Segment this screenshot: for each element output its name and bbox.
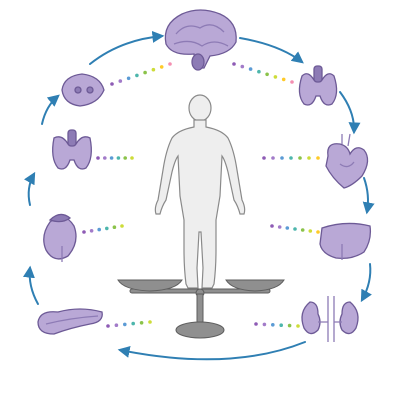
dots-adrenal: [82, 230, 86, 234]
dots-thyroid-right: [257, 69, 261, 74]
dots-kidneys: [262, 322, 267, 327]
head-icon: [188, 94, 212, 122]
dots-thyroid-right: [232, 62, 236, 66]
dotted-connections: [82, 62, 320, 328]
balance-scale: [117, 279, 285, 339]
scale-pan-left: [117, 279, 183, 292]
dots-thyroid-right: [265, 72, 269, 77]
dots-kidneys: [271, 323, 275, 327]
dots-kidneys: [296, 324, 300, 328]
dots-heart: [289, 156, 293, 160]
dots-pituitary: [135, 73, 139, 78]
dots-adrenal: [105, 226, 109, 231]
arrow-adrenal-to-thyroid: [24, 171, 36, 206]
dots-liver: [270, 224, 274, 228]
dots-thyroid-left: [103, 156, 107, 160]
adrenal-kidney-icon: [43, 213, 77, 262]
dots-pancreas: [106, 324, 110, 328]
arrow-kidneys-to-pancreas: [117, 341, 306, 361]
dots-thyroid-left: [123, 156, 127, 160]
dots-liver: [316, 230, 320, 234]
scale-column: [196, 293, 204, 323]
heart-icon: [325, 133, 369, 189]
dots-pituitary: [168, 62, 172, 66]
dots-liver: [285, 226, 290, 230]
dots-pancreas: [139, 321, 144, 325]
pancreas-icon: [37, 308, 103, 335]
kidneys-icon: [301, 296, 359, 342]
dots-pituitary: [151, 67, 156, 72]
dots-heart: [316, 156, 320, 160]
dots-heart: [298, 156, 302, 160]
dots-adrenal: [89, 229, 94, 233]
dots-heart: [262, 156, 266, 160]
dots-pituitary: [159, 65, 164, 69]
dots-liver: [300, 228, 305, 232]
dots-thyroid-right: [281, 77, 286, 82]
liver-icon: [319, 222, 372, 260]
dots-pancreas: [114, 323, 119, 328]
arrow-pituitary-to-brain: [89, 30, 165, 65]
dots-thyroid-left: [109, 156, 114, 160]
dots-heart: [307, 156, 311, 160]
thyroid-icon: [298, 65, 338, 106]
scale-base: [175, 321, 225, 339]
organ-icons: [37, 9, 372, 342]
dots-pancreas: [131, 321, 135, 326]
dots-thyroid-right: [290, 80, 294, 84]
brain-icon: [164, 9, 237, 71]
dots-adrenal: [112, 225, 117, 229]
dots-kidneys: [279, 323, 284, 328]
arrow-brain-to-thyroid: [239, 37, 304, 64]
dots-thyroid-right: [273, 75, 278, 79]
dots-heart: [271, 156, 275, 160]
dots-adrenal: [120, 224, 124, 228]
dots-thyroid-left: [116, 156, 121, 160]
dots-thyroid-right: [240, 64, 245, 69]
dots-liver: [308, 229, 313, 233]
dots-pancreas: [148, 320, 152, 324]
dots-liver: [277, 225, 282, 229]
body-silhouette: [154, 119, 246, 289]
human-figure: [154, 94, 246, 289]
dots-kidneys: [254, 322, 258, 326]
dots-pituitary: [126, 76, 131, 81]
dots-pituitary: [110, 82, 114, 86]
arrow-heart-to-liver: [362, 177, 375, 215]
dots-liver: [293, 227, 297, 231]
arrow-thyroid-to-heart: [339, 91, 361, 135]
arrow-thyroid-to-pituitary: [41, 94, 60, 125]
dots-heart: [280, 156, 284, 160]
dots-thyroid-left: [130, 156, 134, 160]
scale-pan-right: [225, 279, 285, 292]
thyroid-icon: [52, 129, 92, 170]
dots-kidneys: [287, 323, 292, 328]
dots-pancreas: [123, 322, 127, 327]
pituitary-icon: [61, 73, 105, 107]
arrow-liver-to-kidneys: [360, 263, 372, 303]
dots-adrenal: [97, 227, 101, 232]
cycle-arrows: [22, 30, 375, 361]
arrow-pancreas-to-adrenal: [22, 265, 39, 305]
dots-pituitary: [143, 70, 147, 75]
dots-thyroid-left: [96, 156, 100, 160]
dots-pituitary: [118, 79, 123, 83]
dots-thyroid-right: [248, 67, 253, 71]
